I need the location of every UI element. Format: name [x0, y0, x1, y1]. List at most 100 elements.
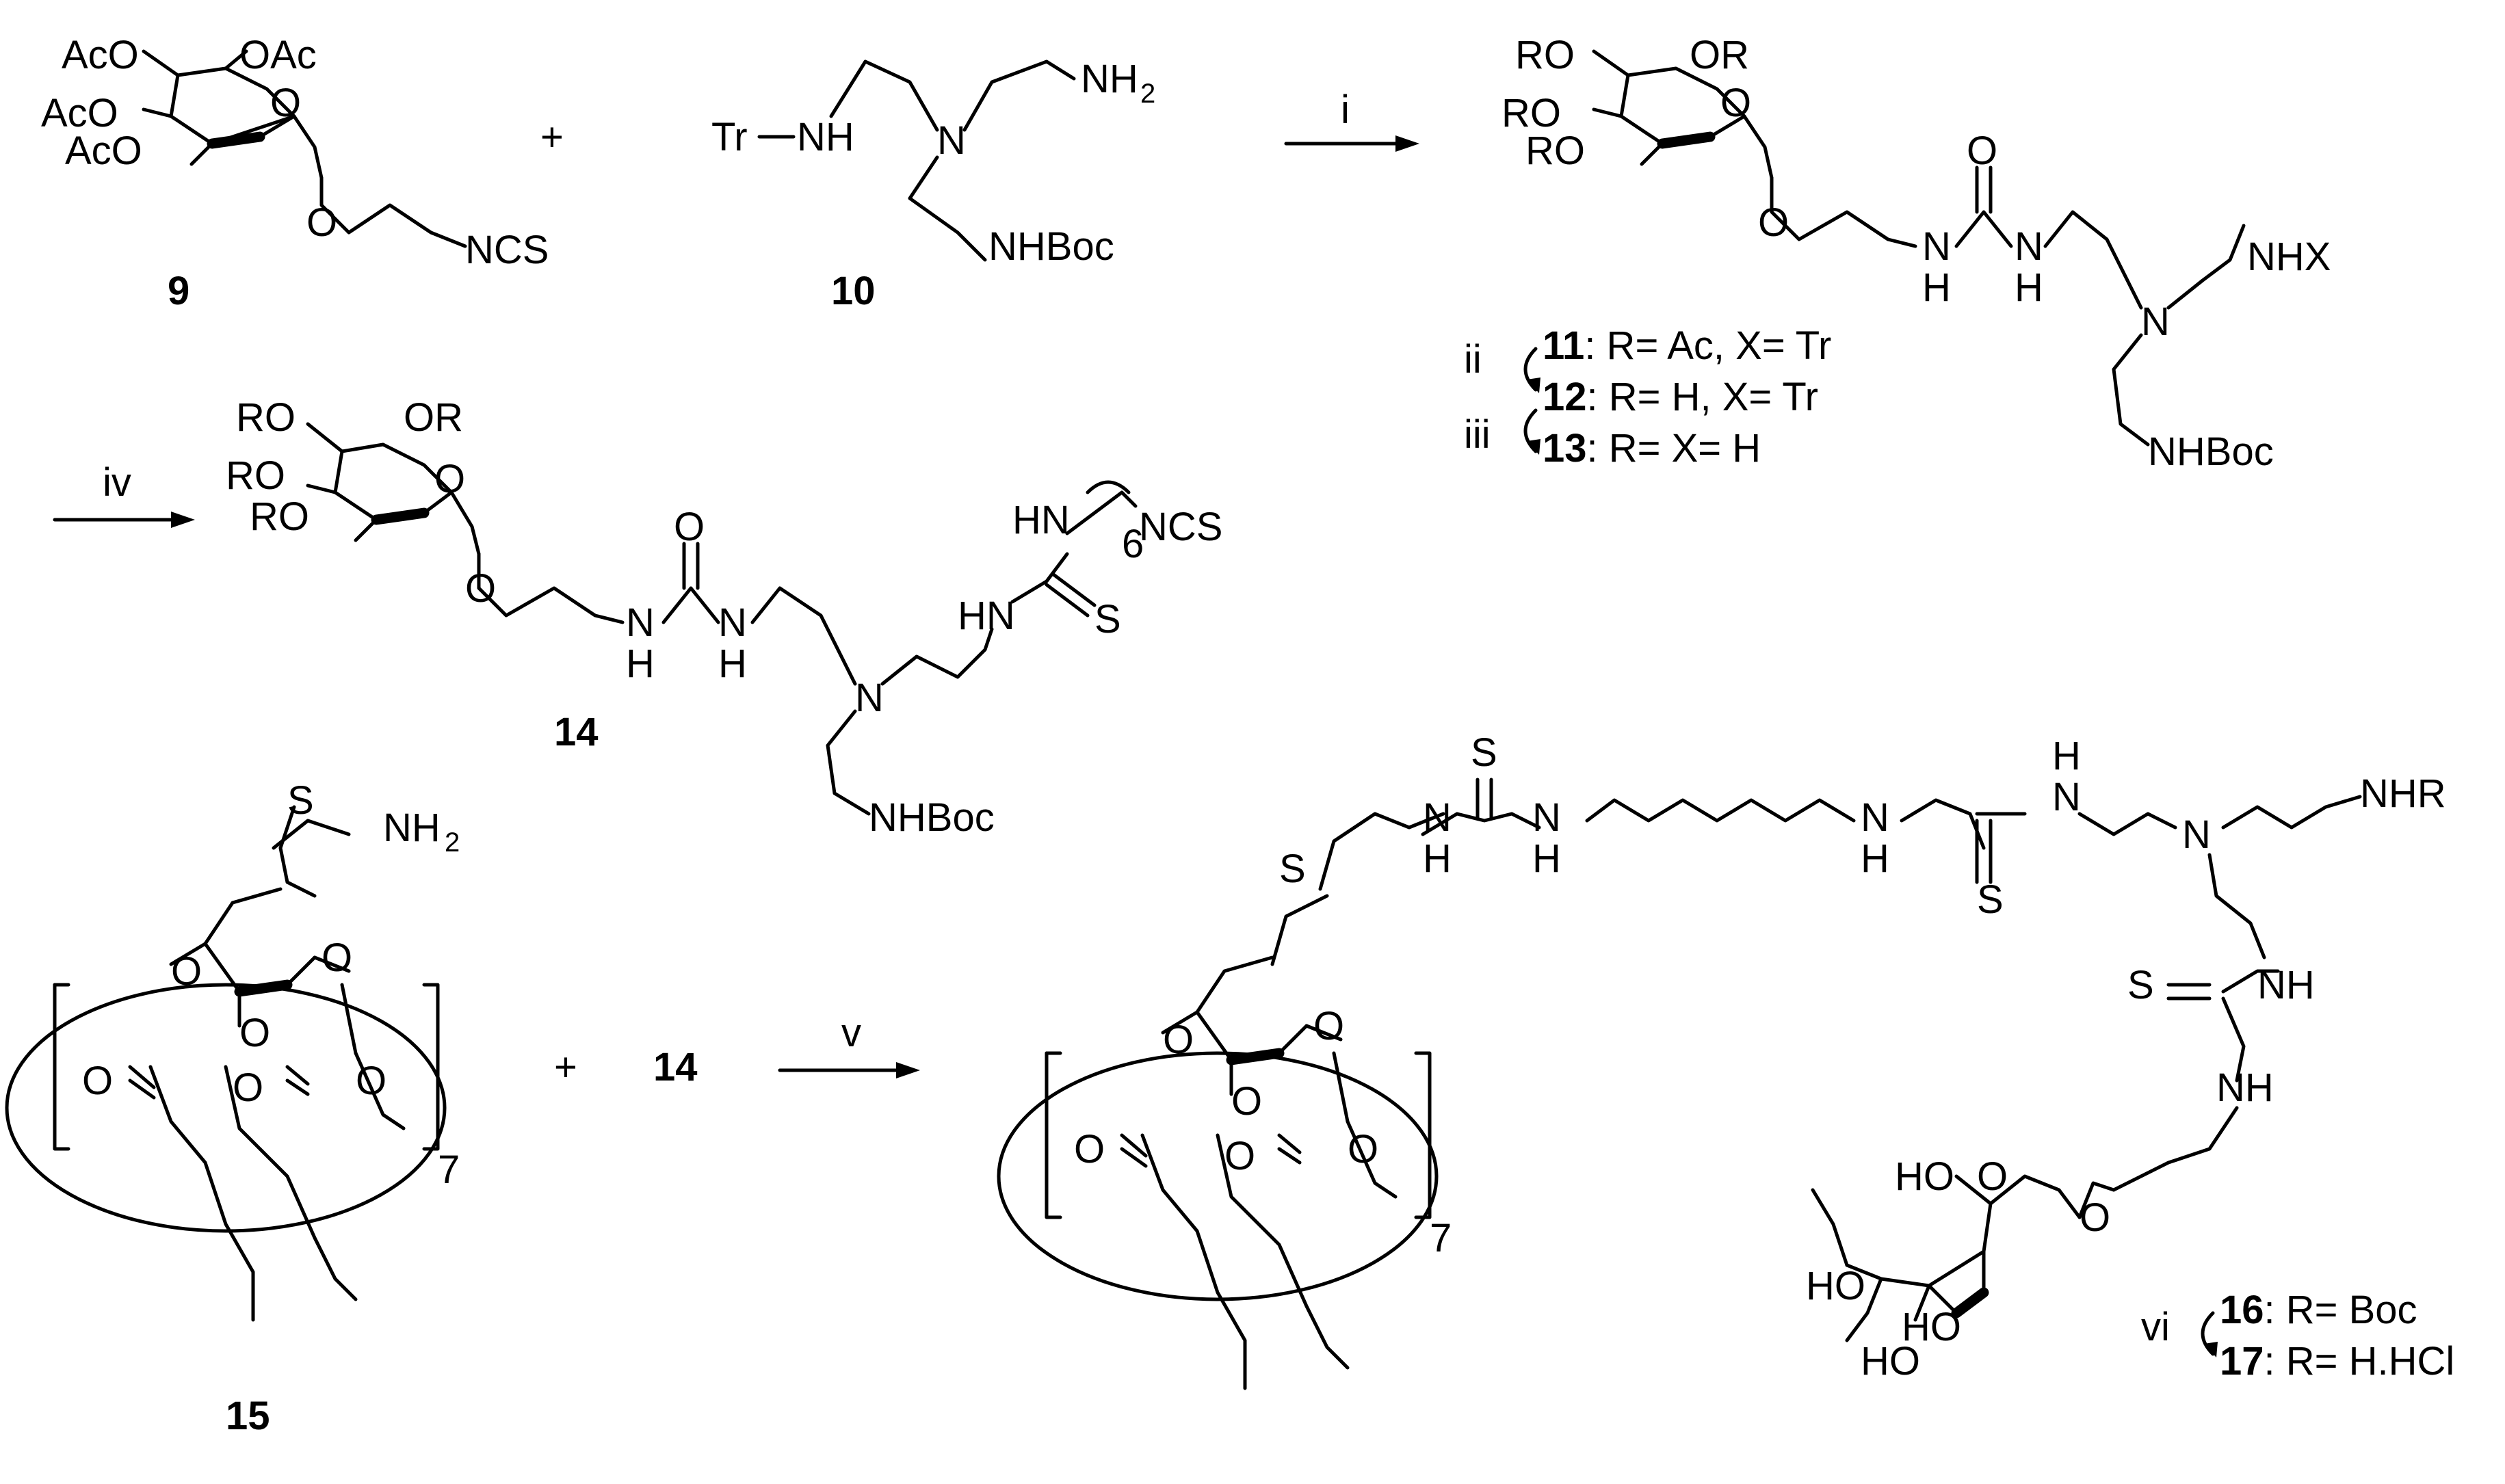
legend-11-13: ii iii 11: R= Ac, X= Tr 12: R= H, X= Tr … [1464, 323, 1831, 471]
compound-14-reference: 14 [653, 1045, 698, 1089]
legend-13-line: 13: R= X= H [1543, 426, 1761, 471]
reagent-iii-label: iii [1464, 412, 1491, 457]
legend-12-line: 12: R= H, X= Tr [1543, 375, 1818, 419]
legend-16-number: 16 [2220, 1288, 2264, 1332]
s-label-16: S [1279, 847, 1306, 891]
or-label-14: OR [404, 395, 463, 440]
thiourea-hn-label-2: HN [1012, 498, 1070, 542]
legend-16-line: 16: R= Boc [2220, 1288, 2417, 1332]
ester-o-label-15-2: O [239, 1011, 270, 1055]
thiourea-nh-label-16-1: NH [2257, 963, 2315, 1007]
mannose-ring-o-label: O [1977, 1154, 2008, 1199]
compound-10-number: 10 [831, 269, 876, 313]
reagent-ii-label: ii [1464, 337, 1482, 382]
oac-label: OAc [239, 33, 317, 77]
urea-n-label-1: N [1922, 224, 1951, 269]
compound-15-number: 15 [226, 1394, 270, 1438]
amine-n-label-14: N [855, 676, 884, 720]
nhr-label: NHR [2360, 771, 2446, 816]
s-label-15: S [287, 778, 314, 823]
legend-12-text: : R= H, X= Tr [1587, 375, 1818, 419]
ro-label-14-3: RO [250, 494, 309, 539]
ester-o-label-15-1: O [171, 949, 202, 994]
carbonyl-o-label-16-2: O [1224, 1134, 1255, 1178]
repeat-seven-label-15: 7 [438, 1148, 460, 1192]
compound-15: S NH 2 O O O O O O 7 15 [5, 778, 460, 1438]
compound-11-13: RO OR O RO RO O O N H N H N NHX NHBoc [1501, 33, 2331, 474]
ring-o-label-11: O [1720, 81, 1751, 125]
legend-17-line: 17: R= H.HCl [2220, 1339, 2454, 1383]
ring-o-label: O [270, 81, 301, 125]
glycosidic-o-label-14: O [465, 566, 496, 611]
compound-14: RO OR O RO RO O O N H N H N HN S HN 6 NC… [226, 395, 1222, 840]
aco-label-1: AcO [62, 33, 139, 77]
repeat-seven-label-16: 7 [1430, 1216, 1452, 1260]
n-label: N [937, 118, 966, 163]
ho-label-16-3: HO [1902, 1305, 1961, 1349]
amide-h-label-16: H [2052, 734, 2081, 778]
legend-11-line: 11: R= Ac, X= Tr [1543, 323, 1831, 368]
thiourea-n-label-16-1: N [1423, 795, 1452, 840]
thiourea-nh-label-16-2: NH [2216, 1065, 2274, 1110]
hexyl-six-label: 6 [1122, 522, 1144, 566]
nhx-label: NHX [2247, 235, 2331, 279]
carbonyl-o-label-16-1: O [1074, 1127, 1105, 1171]
compound-9-number: 9 [168, 269, 189, 313]
legend-11-text: : R= Ac, X= Tr [1584, 323, 1831, 368]
aco-label-2: AcO [41, 91, 118, 135]
ring-o-label-14: O [434, 457, 465, 501]
ho-label-16-1: HO [1895, 1154, 1954, 1199]
urea-h-label-2: H [2015, 265, 2043, 310]
ro-label-3: RO [1525, 129, 1585, 173]
aco-label-3: AcO [65, 129, 142, 173]
nh2-label-15: NH [383, 806, 441, 850]
glycosidic-o-label: O [306, 200, 337, 245]
urea-n-label-14-2: N [718, 600, 747, 645]
carbonyl-o-label-11: O [1967, 129, 1997, 173]
ring-o-label-16: O [1313, 1004, 1344, 1048]
carbonyl-o-label-14: O [674, 505, 705, 549]
ester-o-label-16-1: O [1163, 1018, 1194, 1062]
legend-11-number: 11 [1543, 323, 1584, 368]
reagent-iv-label: iv [103, 460, 131, 505]
nhboc-label-11: NHBoc [2148, 429, 2274, 474]
legend-16-text: : R= Boc [2264, 1288, 2417, 1332]
nhboc-label: NHBoc [988, 224, 1114, 269]
tr-label: Tr [711, 115, 748, 159]
amide-n-label-16: N [2052, 775, 2081, 819]
amine-h-label-16: H [1861, 836, 1889, 881]
ro-label-14-1: RO [236, 395, 296, 440]
thiourea-s-label-16-2: S [2127, 963, 2154, 1007]
ho-label-16-4: HO [1861, 1339, 1920, 1383]
legend-13-text: : R= X= H [1587, 426, 1761, 471]
thioamide-s-label-16: S [1977, 877, 2004, 922]
tertiary-n-label-16: N [2182, 812, 2211, 857]
thiourea-hn-label-1: HN [958, 594, 1015, 638]
nh2-subscript-15: 2 [445, 827, 460, 858]
ncs-label: NCS [465, 228, 549, 272]
compound-14-number: 14 [554, 710, 599, 754]
ring-o-label-15: O [322, 936, 352, 980]
nh2-subscript: 2 [1140, 79, 1155, 109]
reagent-i-label: i [1341, 88, 1350, 132]
carbonyl-o-label-15-2: O [233, 1065, 263, 1110]
legend-17-text: : R= H.HCl [2264, 1339, 2455, 1383]
amine-n-label-16: N [1861, 795, 1889, 840]
urea-h-label-14-1: H [626, 641, 655, 686]
arrow-step-iv: iv [53, 460, 195, 528]
reagent-vi-label: vi [2141, 1305, 2170, 1349]
thiourea-n-label-16-2: N [1532, 795, 1561, 840]
compound-9: AcO OAc O AcO AcO O NCS 9 [41, 33, 549, 313]
urea-n-label-14-1: N [626, 600, 655, 645]
nhboc-label-14: NHBoc [869, 795, 995, 840]
arrow-step-i: i [1284, 88, 1419, 152]
legend-13-number: 13 [1543, 426, 1587, 471]
glycosidic-o-label-16: O [2080, 1195, 2110, 1240]
carbonyl-o-label-15-1: O [82, 1059, 113, 1103]
compound-10: Tr NH N NH 2 NHBoc 10 [711, 57, 1155, 313]
urea-h-label-14-2: H [718, 641, 747, 686]
glycosidic-o-label-11: O [1758, 200, 1789, 245]
urea-n-label-2: N [2015, 224, 2043, 269]
plus-sign-2: + [554, 1045, 577, 1089]
